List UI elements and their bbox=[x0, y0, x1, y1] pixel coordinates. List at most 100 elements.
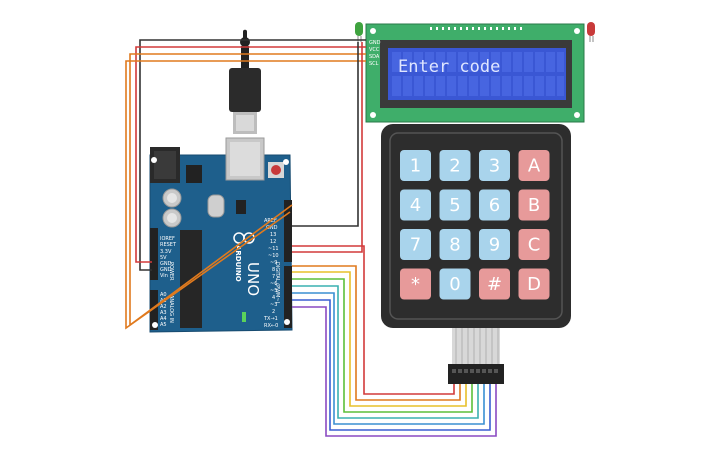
pin-label: GND bbox=[160, 267, 172, 273]
wire-lcd-sda bbox=[129, 53, 366, 327]
wire-keypad-col2 bbox=[292, 292, 485, 425]
lcd-pin-gnd: GND bbox=[369, 40, 381, 46]
wire-lcd-gnd bbox=[139, 39, 366, 271]
keypad-key-face[interactable] bbox=[400, 189, 431, 221]
board-name: UNO bbox=[244, 262, 262, 296]
pin-label: ~5 bbox=[270, 288, 277, 294]
wire-lcd-scl bbox=[125, 60, 366, 330]
lcd-pin-scl: SCL bbox=[369, 61, 379, 67]
lcd-pin-sda: SDA bbox=[369, 54, 380, 60]
wire-keypad-row3 bbox=[292, 271, 467, 407]
keypad-key[interactable]: C bbox=[518, 229, 550, 260]
keypad-key-label: # bbox=[487, 274, 502, 295]
keypad-key-label: 4 bbox=[410, 195, 421, 216]
keypad-key-face[interactable] bbox=[439, 189, 471, 221]
wire-keypad-col1 bbox=[292, 285, 479, 419]
keypad-key[interactable]: # bbox=[479, 268, 510, 300]
keypad-ribbon-cable bbox=[448, 328, 504, 384]
pin-label: A2 bbox=[160, 304, 167, 310]
wire-led-red bbox=[292, 42, 363, 253]
keypad-key-face[interactable] bbox=[518, 150, 550, 181]
pin-label: A5 bbox=[160, 322, 167, 328]
wire-lcd-vcc bbox=[135, 46, 366, 263]
wires bbox=[125, 39, 497, 437]
pin-label: A3 bbox=[160, 310, 167, 316]
keypad-key[interactable]: 5 bbox=[439, 189, 471, 221]
wire-keypad-row2 bbox=[292, 265, 461, 401]
keypad-key[interactable]: 6 bbox=[479, 189, 510, 221]
board-brand: ARDUINO bbox=[234, 245, 242, 282]
pin-label: 2 bbox=[272, 309, 275, 315]
keypad-key-label: B bbox=[528, 195, 540, 216]
pin-label: 12 bbox=[270, 239, 276, 245]
keypad-key-face[interactable] bbox=[479, 229, 510, 260]
pin-label: 5V bbox=[160, 255, 167, 261]
keypad-key-face[interactable] bbox=[439, 268, 471, 300]
keypad-key-face[interactable] bbox=[439, 229, 471, 260]
keypad-key[interactable]: * bbox=[400, 268, 431, 300]
wire-keypad-row1 bbox=[292, 245, 455, 395]
keypad-key[interactable]: 1 bbox=[400, 150, 431, 181]
keypad-key-label: C bbox=[528, 235, 541, 256]
keypad-key-face[interactable] bbox=[400, 229, 431, 260]
keypad-key-label: 8 bbox=[449, 235, 460, 256]
pin-label: 4 bbox=[272, 295, 275, 301]
keypad-key[interactable]: 7 bbox=[400, 229, 431, 260]
pin-label: 8 bbox=[272, 267, 275, 273]
keypad-key-label: 1 bbox=[410, 156, 421, 177]
pin-label: ~10 bbox=[268, 253, 279, 259]
keypad-key[interactable]: 2 bbox=[439, 150, 471, 181]
wire-keypad-col4 bbox=[292, 306, 497, 437]
keypad-key-label: 0 bbox=[449, 274, 460, 295]
keypad-key[interactable]: D bbox=[518, 268, 550, 300]
keypad-key-face[interactable] bbox=[400, 268, 431, 300]
pin-label: 13 bbox=[270, 232, 276, 238]
keypad-key-label: 3 bbox=[489, 156, 500, 177]
wire-keypad-row4 bbox=[292, 278, 473, 413]
pin-label: 3.3V bbox=[160, 249, 172, 255]
keypad-key[interactable]: 8 bbox=[439, 229, 471, 260]
keypad-key-label: * bbox=[411, 274, 420, 295]
keypad-key-face[interactable] bbox=[439, 150, 471, 181]
pin-label: ~3 bbox=[270, 302, 277, 308]
digital-section-label: DIGITAL (PWM~) bbox=[274, 262, 280, 304]
keypad-key-face[interactable] bbox=[518, 189, 550, 221]
keypad-key-face[interactable] bbox=[479, 150, 510, 181]
keypad-key-face[interactable] bbox=[518, 229, 550, 260]
keypad-key-label: 7 bbox=[410, 235, 421, 256]
wire-keypad-col3 bbox=[292, 299, 491, 431]
keypad-key-label: 9 bbox=[489, 235, 500, 256]
pin-label: 7 bbox=[272, 274, 275, 280]
pin-label: ~6 bbox=[270, 281, 277, 287]
pin-label: Vin bbox=[160, 273, 168, 279]
keypad-key[interactable]: B bbox=[518, 189, 550, 221]
power-pin-labels: IOREF RESET 3.3V 5V GND GND Vin bbox=[160, 236, 177, 279]
arduino-uno-board: UNO ARDUINO POWER ANALOG IN DIGITAL (PWM… bbox=[149, 137, 293, 333]
pin-label: ~9 bbox=[270, 260, 277, 266]
analog-pin-labels: A0 A1 A2 A3 A4 A5 bbox=[160, 292, 167, 328]
pin-label: A0 bbox=[160, 292, 167, 298]
keypad-key[interactable]: 4 bbox=[400, 189, 431, 221]
pin-label: GND bbox=[160, 261, 172, 267]
keypad-key[interactable]: 0 bbox=[439, 268, 471, 300]
keypad-key-face[interactable] bbox=[479, 268, 510, 300]
analog-section-label: ANALOG IN bbox=[168, 295, 174, 323]
led-red bbox=[587, 22, 595, 42]
keypad-key[interactable]: A bbox=[518, 150, 550, 181]
keypad-key-label: 5 bbox=[449, 195, 460, 216]
keypad-key-label: 2 bbox=[449, 156, 460, 177]
pin-label: A4 bbox=[160, 316, 167, 322]
lcd-display-text: Enter code bbox=[398, 57, 500, 77]
keypad-key[interactable]: 9 bbox=[479, 229, 510, 260]
keypad-key-face[interactable] bbox=[479, 189, 510, 221]
pin-label: ~11 bbox=[268, 246, 279, 252]
wire-led-green bbox=[292, 42, 359, 227]
keypad-key[interactable]: 3 bbox=[479, 150, 510, 181]
lcd-pin-vcc: VCC bbox=[369, 47, 380, 53]
keypad-key-face[interactable] bbox=[400, 150, 431, 181]
keypad-key-face[interactable] bbox=[518, 268, 550, 300]
usb-cable bbox=[229, 29, 261, 134]
keypad-key-label: 6 bbox=[489, 195, 500, 216]
